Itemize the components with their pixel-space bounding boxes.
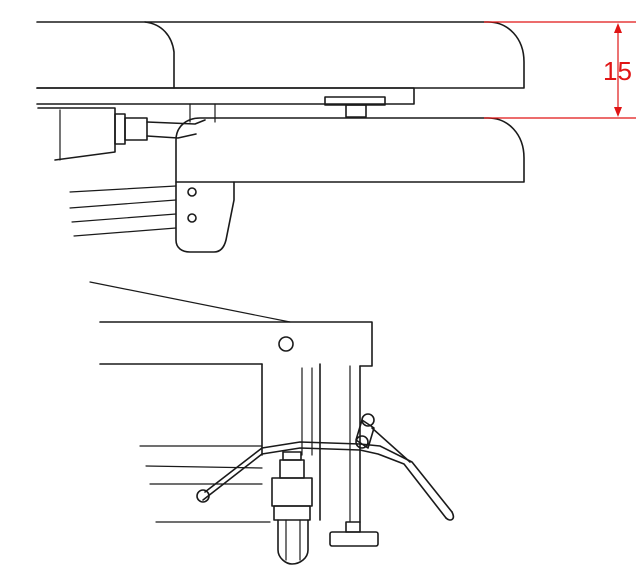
upper-frame-rail: [36, 87, 415, 123]
dimension-label: 15: [603, 56, 632, 86]
hinge-bracket: [175, 181, 235, 253]
base-side-lines: [139, 445, 271, 523]
height-dimension: 15: [484, 21, 636, 119]
upper-tabletop: [36, 21, 525, 89]
pedal-roller: [355, 413, 411, 463]
pedal-lever: [196, 441, 455, 521]
bracket-hole-lower: [187, 213, 197, 223]
base-frame: [89, 281, 373, 523]
actuator-cylinder: [37, 107, 206, 161]
upper-side-rails: [69, 185, 177, 237]
bracket-hole-upper: [187, 187, 197, 197]
frame-hole: [278, 336, 294, 352]
caster-wheel: [271, 451, 313, 565]
lever-pivot-hole: [196, 489, 210, 503]
leveling-foot: [329, 521, 379, 547]
lower-cushion: [175, 117, 525, 183]
